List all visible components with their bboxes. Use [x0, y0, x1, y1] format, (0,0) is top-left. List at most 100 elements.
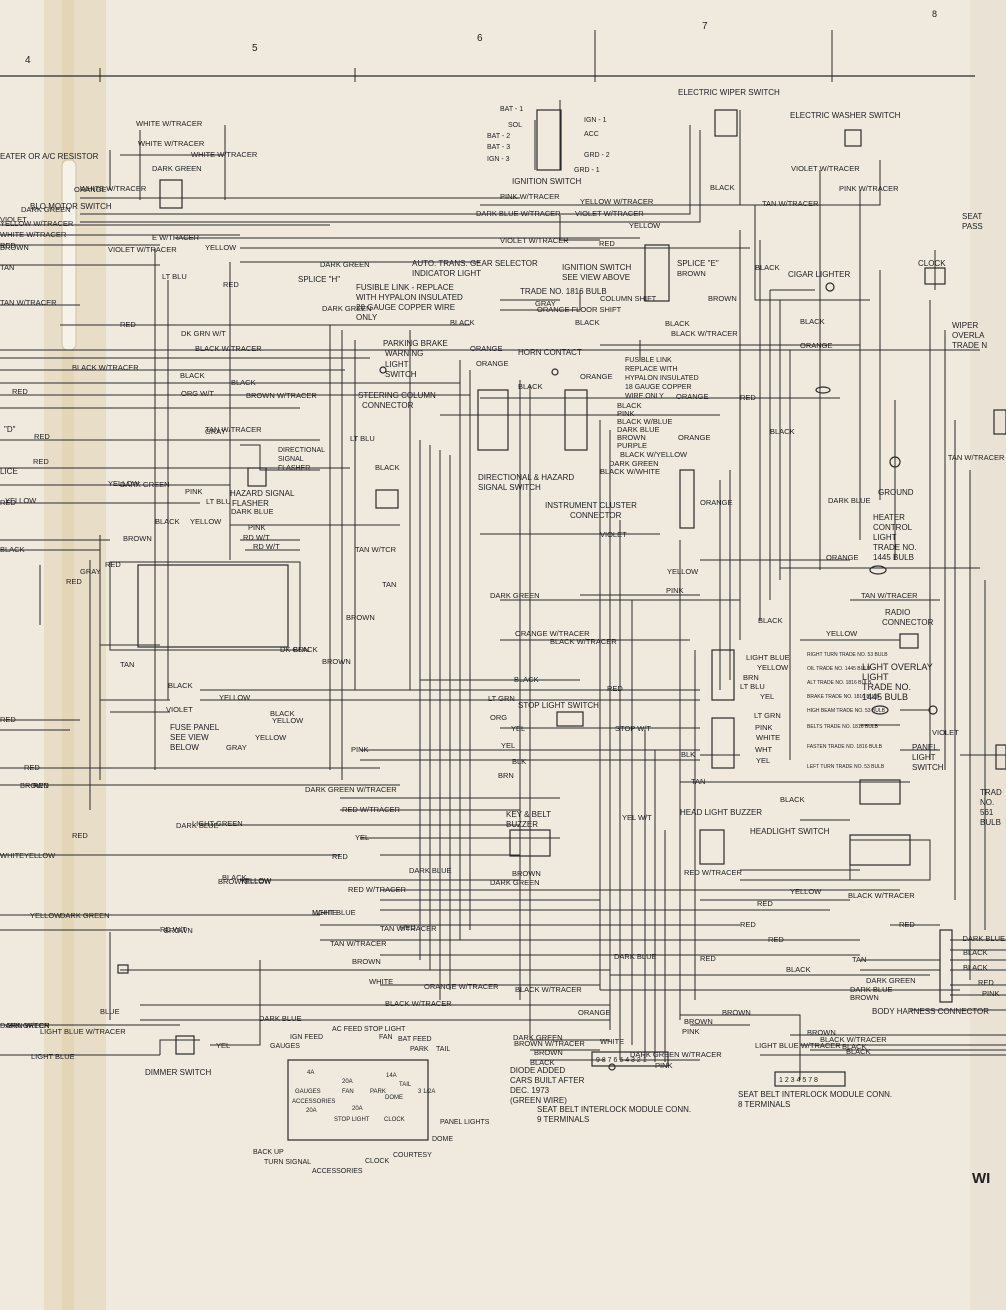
- wire-color-label: BLACK: [514, 675, 539, 684]
- wire-color-label: TAN: [0, 263, 14, 272]
- wire-color-label: PINK W/TRACER: [500, 192, 560, 201]
- seat-pass-line-1: SEAT: [962, 212, 982, 221]
- interlock-8-line-2: 8 TERMINALS: [738, 1100, 790, 1109]
- component-symbols: [117, 109, 1006, 1141]
- wire-color-label: ORANGE: [476, 359, 509, 368]
- wire-color-label: WHITE: [756, 733, 780, 742]
- diode-note-line-1: DIODE ADDED: [510, 1066, 565, 1075]
- parking-brake-line-2: WARNING: [385, 349, 423, 358]
- diode-note-line-4: (GREEN WIRE): [510, 1096, 567, 1105]
- ignition-pin-right: ACC: [584, 131, 599, 138]
- wire-color-label: YELLOW: [255, 733, 287, 742]
- wire-color-label: BLACK: [0, 0, 25, 2]
- wire-color-label: YELLOW: [826, 629, 858, 638]
- fuse-box-body: [287, 1059, 429, 1141]
- wire-color-label: BLACK W/TRACER: [671, 329, 738, 338]
- wire-color-label: RD W/T: [243, 533, 270, 542]
- heater-light-line-1: HEATER: [873, 513, 905, 522]
- cluster-bulb-label: HIGH BEAM TRADE NO. 53 BULB: [807, 708, 886, 714]
- wire-color-label: YELLOW W/TRACER: [580, 197, 654, 206]
- wire-color-label: LIGHT BLUE: [746, 653, 790, 662]
- ignition-view-label-1: IGNITION SWITCH: [562, 263, 632, 272]
- wire-color-label: RD W/T: [160, 925, 187, 934]
- wire-color-label: BROWN: [534, 1048, 563, 1057]
- light-overlay-line-1: LIGHT OVERLAY: [862, 662, 933, 672]
- directional-switch-body: [564, 389, 588, 451]
- wire-color-label: BLACK: [222, 873, 247, 882]
- diode-note-line-3: DEC. 1973: [510, 1086, 550, 1095]
- heater-resistor-label: EATER OR A/C RESISTOR: [0, 152, 99, 161]
- wire-color-label: VIOLET: [0, 215, 27, 224]
- wire-color-label: PINK W/TRACER: [839, 184, 899, 193]
- bulb-561-line-3: 561: [980, 808, 994, 817]
- fusible-link-2-line-4: 18 GAUGE COPPER: [625, 384, 692, 391]
- wire-color-label: BLACK: [155, 517, 180, 526]
- wire-color-label: BLK: [681, 750, 695, 759]
- wire-color-label: RED W/TRACER: [348, 885, 407, 894]
- wire-color-label: BLK: [512, 757, 526, 766]
- fuse-box-inner-label: GAUGES: [295, 1089, 321, 1095]
- steering-column-line-2: CONNECTOR: [362, 401, 414, 410]
- washer-switch-label: ELECTRIC WASHER SWITCH: [790, 111, 901, 120]
- fusible-link-2-line-5: WIRE ONLY: [625, 393, 664, 400]
- cigar-lighter-symbol: [825, 282, 835, 292]
- wire-color-label: YELLOW: [757, 663, 789, 672]
- wire-color-label: DARK GREEN: [490, 878, 540, 887]
- radio-connector-body: [899, 633, 919, 649]
- wire-color-label: ORANGE FLOOR SHIFT: [537, 305, 622, 314]
- wiper-switch-body: [714, 109, 738, 137]
- inline-fuse-symbol: [117, 964, 129, 974]
- parking-brake-line-4: SWITCH: [385, 370, 417, 379]
- column-number-8: 8: [932, 9, 937, 19]
- wire-color-label: BROWN: [218, 877, 247, 886]
- directional-switch-line-2: SIGNAL SWITCH: [478, 483, 541, 492]
- headlight-switch-body: [849, 834, 911, 866]
- column-number-6: 6: [477, 33, 483, 44]
- wire-color-label: ORANGE: [678, 433, 711, 442]
- wire-color-label: VIOLET: [166, 705, 193, 714]
- cluster-bulb-label: ALT TRADE NO. 1816 BULB: [807, 680, 872, 686]
- wire-color-label: DARK BLUE: [231, 507, 274, 516]
- wire-color-label: BLACK: [758, 616, 783, 625]
- clock-body: [924, 267, 946, 285]
- wire-color-label: DARK BLUE: [850, 985, 893, 994]
- panel-light-switch-body: [859, 779, 901, 805]
- radio-connector-line-2: CONNECTOR: [882, 618, 934, 627]
- wire-color-label: RED W/TRACER: [684, 868, 743, 877]
- interlock-9-line-1: SEAT BELT INTERLOCK MODULE CONN.: [537, 1105, 691, 1114]
- wiper-overlay-line-3: TRADE N: [952, 341, 987, 350]
- splice-lice-label: LICE: [0, 467, 18, 476]
- fuse-panel-line-3: BELOW: [170, 743, 199, 752]
- wire-color-label: LT BLU: [206, 497, 231, 506]
- wire-color-label: BLACK W/TRACER: [385, 999, 452, 1008]
- directional-flasher-line-2: SIGNAL: [278, 456, 304, 463]
- clock-label: CLOCK: [918, 259, 946, 268]
- wire-color-label: VIOLET W/TRACER: [575, 209, 644, 218]
- light-overlay-line-4: 1445 BULB: [862, 692, 908, 702]
- splice-d-label: "D": [4, 425, 16, 434]
- ignition-pin-right: GRD - 2: [584, 152, 610, 159]
- wire-color-label: DARK GREEN: [0, 1021, 50, 1030]
- orange-inline-bulb-symbol: [815, 386, 831, 394]
- wire-color-label: RD W/T: [253, 542, 280, 551]
- wire-color-label: DARK GREEN: [322, 304, 372, 313]
- wire-color-label: BLACK: [800, 317, 825, 326]
- wire-color-label: BLACK: [780, 795, 805, 804]
- wire-color-label: WHITE: [313, 908, 337, 917]
- wire-color-label: YELLOW: [240, 876, 272, 885]
- wire-color-label: LIGHT GREEN: [192, 819, 243, 828]
- wire-color-label: TAN W/TRACER: [380, 924, 437, 933]
- wire-color-label: PINK: [185, 487, 203, 496]
- wire-color-label: ORG: [490, 713, 507, 722]
- wiring-harness-lines: [0, 100, 1006, 1080]
- parking-brake-switch-symbol: [379, 366, 387, 374]
- wire-color-label: DARK BLUE: [828, 496, 871, 505]
- fuse-box-top-label: PARK: [410, 1046, 429, 1053]
- wire-color-label: BLACK: [665, 319, 690, 328]
- wire-color-label: LT BLU: [350, 434, 375, 443]
- directional-flasher-body: [247, 467, 267, 487]
- heater-light-line-4: TRADE NO.: [873, 543, 917, 552]
- wire-color-label: LT GRN: [488, 694, 515, 703]
- fuse-box-top-label: AC FEED: [332, 1026, 362, 1033]
